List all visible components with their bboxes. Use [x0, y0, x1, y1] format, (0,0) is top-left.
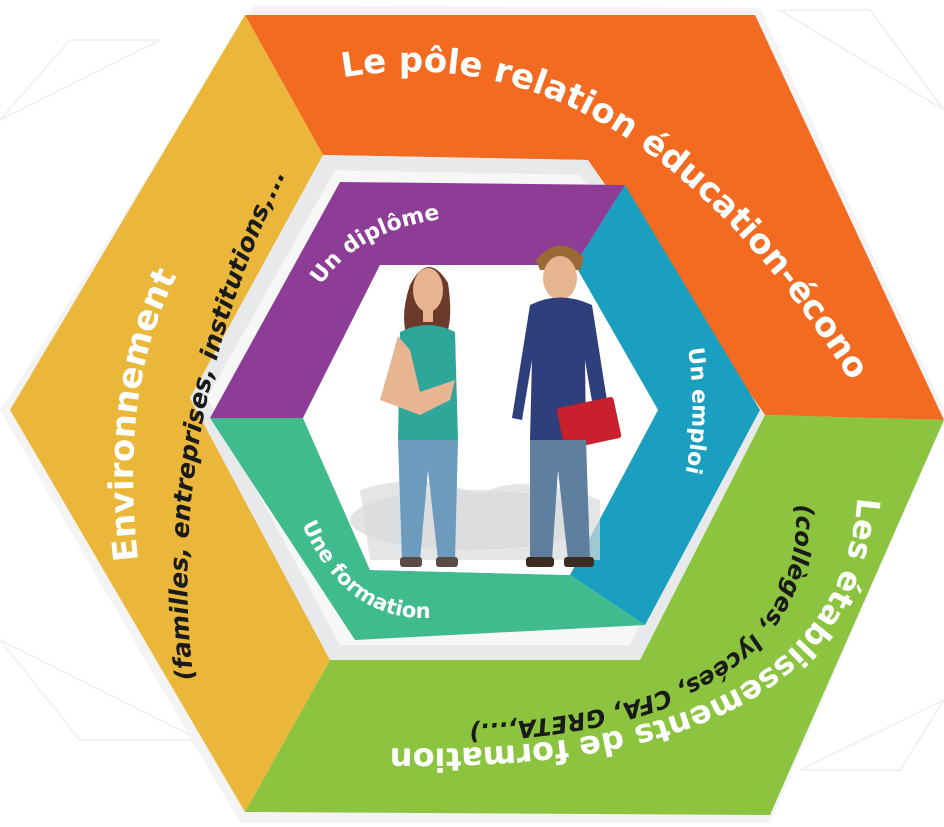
segment-emploi	[570, 185, 760, 625]
segment-formation	[210, 418, 645, 640]
segment-environnement	[10, 15, 330, 812]
segment-etablissements	[245, 415, 944, 815]
people-illustration-icon	[350, 245, 622, 567]
segment-diplome	[210, 182, 625, 418]
woman-figure-icon	[380, 266, 458, 567]
background-hex-pattern	[0, 9, 944, 771]
segment-education-economie	[245, 15, 944, 420]
man-figure-icon	[512, 245, 622, 567]
